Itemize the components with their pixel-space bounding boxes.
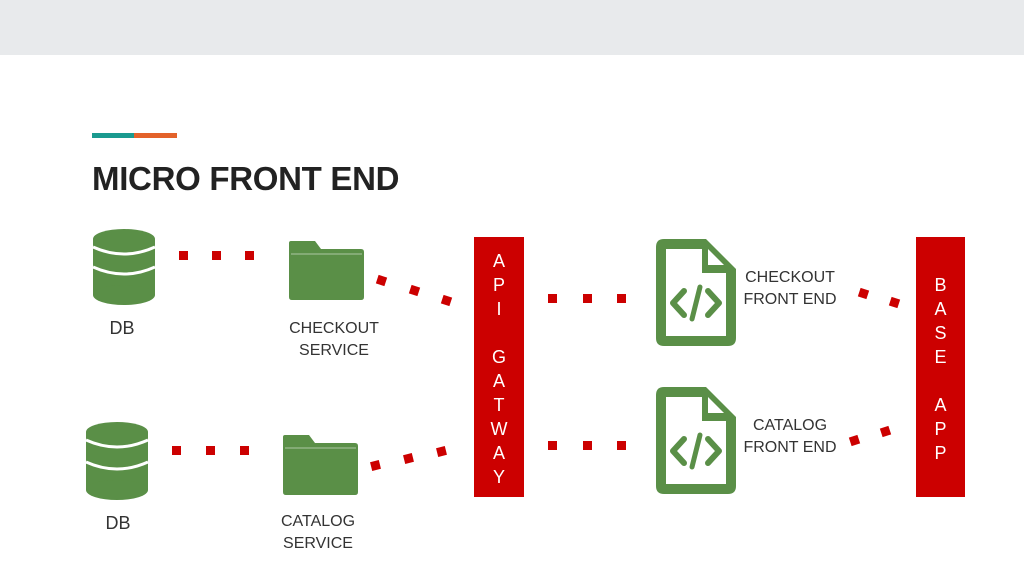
catalog-service-label: CATALOG SERVICE <box>262 511 374 555</box>
title-accent-orange <box>134 133 177 138</box>
base-app-bar: B A S E A P P <box>916 237 965 497</box>
api-gateway-letter: A <box>492 251 505 271</box>
db-label: DB <box>109 318 135 338</box>
database-icon <box>92 229 156 305</box>
connector-checkout-frontend-to-base-app <box>857 287 901 309</box>
checkout-frontend-label-line1: CHECKOUT <box>745 269 835 286</box>
api-gateway-letter: P <box>492 275 505 295</box>
connector-api-gateway-to-catalog-frontend <box>548 441 626 450</box>
db-label: DB <box>105 513 131 533</box>
catalog-frontend-label: CATALOG FRONT END <box>734 415 846 459</box>
base-app-letter: B <box>934 275 947 295</box>
base-app-letter: E <box>934 347 947 367</box>
api-gateway-letter: T <box>493 395 505 415</box>
base-app-letter: P <box>934 443 947 463</box>
base-app-letter: S <box>934 323 947 343</box>
catalog-service-label-line1: CATALOG <box>280 513 356 530</box>
api-gateway-letter: G <box>491 347 506 367</box>
connector-db-to-catalog-service <box>172 446 249 455</box>
catalog-frontend-label-line2: FRONT END <box>743 439 837 456</box>
base-app-letter: A <box>934 395 947 415</box>
folder-icon <box>289 241 364 300</box>
checkout-frontend-label: CHECKOUT FRONT END <box>734 267 846 311</box>
connector-catalog-frontend-to-base-app <box>848 425 892 447</box>
checkout-frontend-label-line2: FRONT END <box>743 291 837 308</box>
api-gateway-letter: I <box>496 299 502 319</box>
checkout-service-label-line2: SERVICE <box>299 342 369 359</box>
api-gateway-letter <box>474 321 524 345</box>
slide-title: MICRO FRONT END <box>92 160 400 197</box>
database-icon <box>85 422 149 500</box>
catalog-service-label-line2: SERVICE <box>283 535 353 552</box>
folder-icon <box>283 435 358 495</box>
connector-api-gateway-to-checkout-frontend <box>548 294 626 303</box>
api-gateway-bar: A P I G A T W A Y <box>474 237 524 497</box>
base-app-letter: A <box>934 299 947 319</box>
checkout-service-label-line1: CHECKOUT <box>289 320 379 337</box>
base-app-letter: P <box>934 419 947 439</box>
base-app-letter <box>916 369 965 393</box>
api-gateway-letter: Y <box>492 467 505 487</box>
api-gateway-letter: A <box>492 443 505 463</box>
catalog-frontend-label-line1: CATALOG <box>752 417 828 434</box>
api-gateway-letter: A <box>492 371 505 391</box>
code-file-icon <box>656 239 736 346</box>
connector-catalog-service-to-api-gateway <box>370 446 447 471</box>
connector-db-to-checkout-service <box>179 251 254 260</box>
api-gateway-letter: W <box>490 419 508 439</box>
connector-checkout-service-to-api-gateway <box>375 274 453 307</box>
code-file-icon <box>656 387 736 494</box>
checkout-service-label: CHECKOUT SERVICE <box>272 318 396 362</box>
title-accent-teal <box>92 133 134 138</box>
header-bar <box>0 0 1024 55</box>
